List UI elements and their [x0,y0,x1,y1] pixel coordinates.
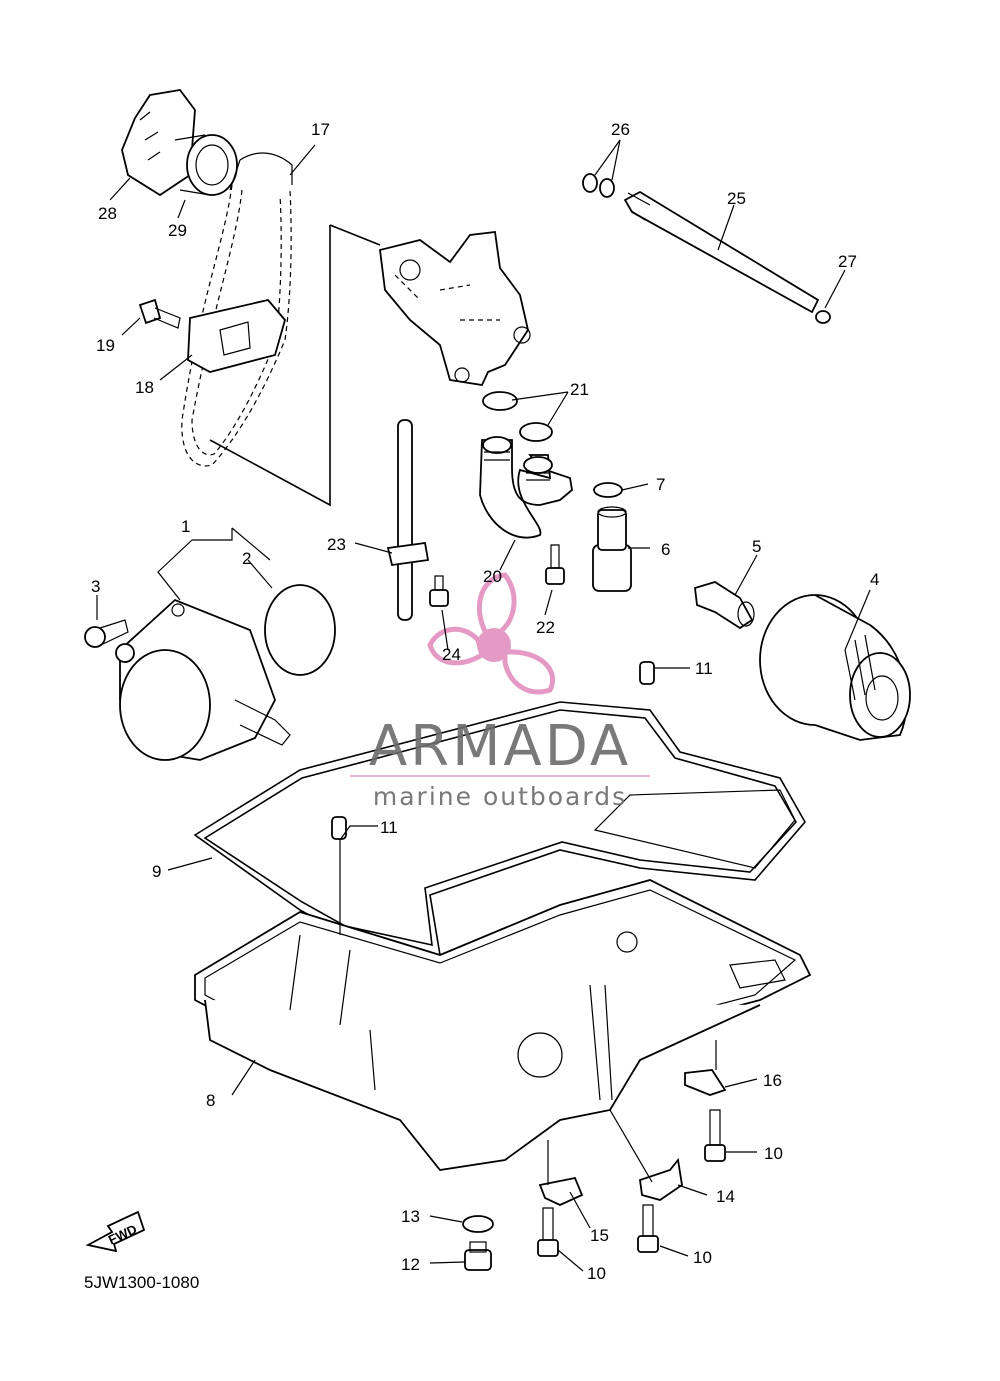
chain-guide [187,298,286,373]
callout-15: 15 [590,1226,609,1245]
callout-17: 17 [311,120,330,139]
callout-6: 6 [661,540,670,559]
pipe-bolt [545,544,565,585]
strainer-bolt [429,575,449,607]
hose-clamp-rear [538,1176,584,1206]
propeller-logo-icon [427,572,556,695]
oil-delivery-pipe [479,436,573,539]
diagram-code: 5JW1300-1080 [84,1273,199,1292]
callout-25: 25 [727,189,746,208]
callout-13: 13 [401,1207,420,1226]
callout-24: 24 [442,645,461,664]
callout-10-c: 10 [693,1248,712,1267]
armada-watermark: ARMADA marine outboards [350,572,650,811]
callout-7: 7 [656,475,665,494]
callout-28: 28 [98,204,117,223]
valve-o-ring [593,482,623,498]
callout-10-a: 10 [764,1144,783,1163]
callout-4: 4 [870,570,879,589]
oil-cooler [115,598,291,761]
oil-pump-drive-chain [181,152,293,467]
callout-12: 12 [401,1255,420,1274]
callout-labels: 1 2 3 4 5 6 7 8 9 10 10 10 11 11 12 13 1… [91,120,879,1283]
callout-10-b: 10 [587,1264,606,1283]
oil-pump-drive-sprocket [121,89,238,197]
callout-18: 18 [135,378,154,397]
relief-valve [592,506,632,592]
watermark-tagline: marine outboards [373,782,627,811]
watermark-brand: ARMADA [369,714,631,779]
drain-bolt [464,1241,492,1271]
callout-22: 22 [536,618,555,637]
oil-strainer-rod [386,419,430,621]
oil-pipe [623,190,820,314]
oil-filter [759,594,911,741]
pipe-end-o-ring [815,310,831,324]
guide-bolt [138,298,181,329]
pipe-o-ring-b [599,178,615,198]
callout-16: 16 [763,1071,782,1090]
drain-gasket [462,1215,494,1233]
callout-9: 9 [152,862,161,881]
pan-bolt-b [537,1207,559,1257]
dowel-pin-upper [639,661,655,685]
pan-bolt-c [637,1204,659,1253]
callout-5: 5 [752,537,761,556]
pipe-o-ring-upper [482,391,518,411]
filter-union-bolt [694,581,755,630]
pump-bracket-line [209,224,381,507]
callout-19: 19 [96,336,115,355]
hose-clamp-front [639,1157,683,1201]
callout-21: 21 [570,380,589,399]
callout-11-a: 11 [695,659,713,678]
cooler-bolt [84,619,129,648]
oil-pan [194,879,812,1171]
hose-clamp-side [684,1069,727,1096]
leader-lines [96,139,871,1272]
callout-29: 29 [168,221,187,240]
callout-2: 2 [242,549,251,568]
callout-20: 20 [483,567,502,586]
callout-3: 3 [91,577,100,596]
callout-11-b: 11 [380,818,398,837]
pipe-o-ring-a [582,173,598,193]
callout-1: 1 [181,517,190,536]
callout-26: 26 [611,120,630,139]
callout-8: 8 [206,1091,215,1110]
callout-23: 23 [327,535,346,554]
oil-pump-assembly [379,231,531,386]
callout-27: 27 [838,252,857,271]
pipe-o-ring-lower [519,422,553,442]
pan-bolt-a [704,1109,726,1162]
callout-14: 14 [716,1187,735,1206]
dowel-pin-lower [331,816,347,840]
forward-arrow-icon: FWD [85,1210,146,1253]
cooler-o-ring [264,584,336,676]
